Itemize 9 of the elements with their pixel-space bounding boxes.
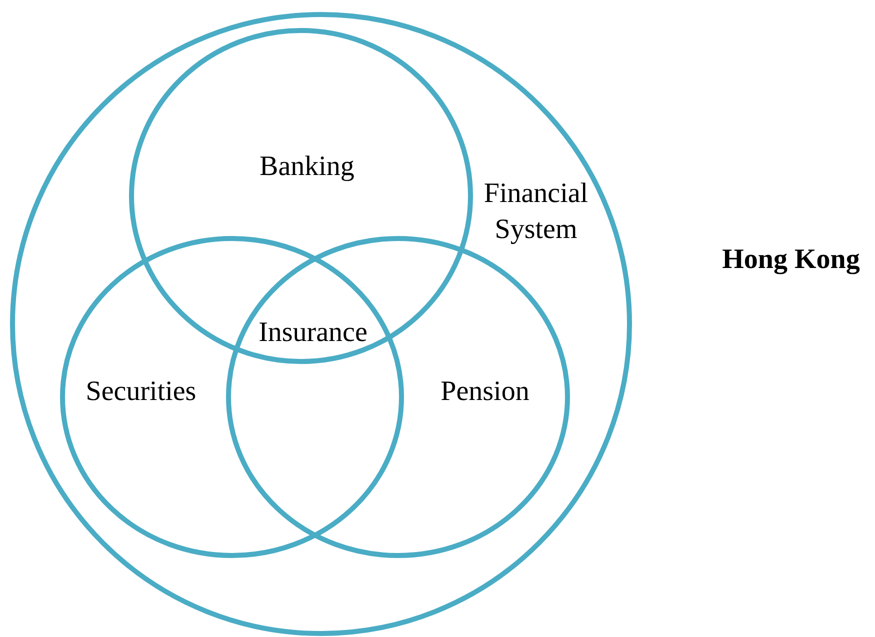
venn-circle bbox=[129, 28, 473, 364]
circle-label: Securities bbox=[84, 375, 198, 409]
circle-label: Pension bbox=[440, 375, 530, 409]
region-label: Hong Kong bbox=[722, 244, 860, 276]
venn-circle bbox=[10, 12, 632, 636]
circle-label: Financial System bbox=[482, 177, 590, 247]
circle-label: Banking bbox=[258, 150, 356, 184]
overlap-label: Insurance bbox=[258, 317, 368, 349]
venn-circle bbox=[60, 236, 404, 558]
